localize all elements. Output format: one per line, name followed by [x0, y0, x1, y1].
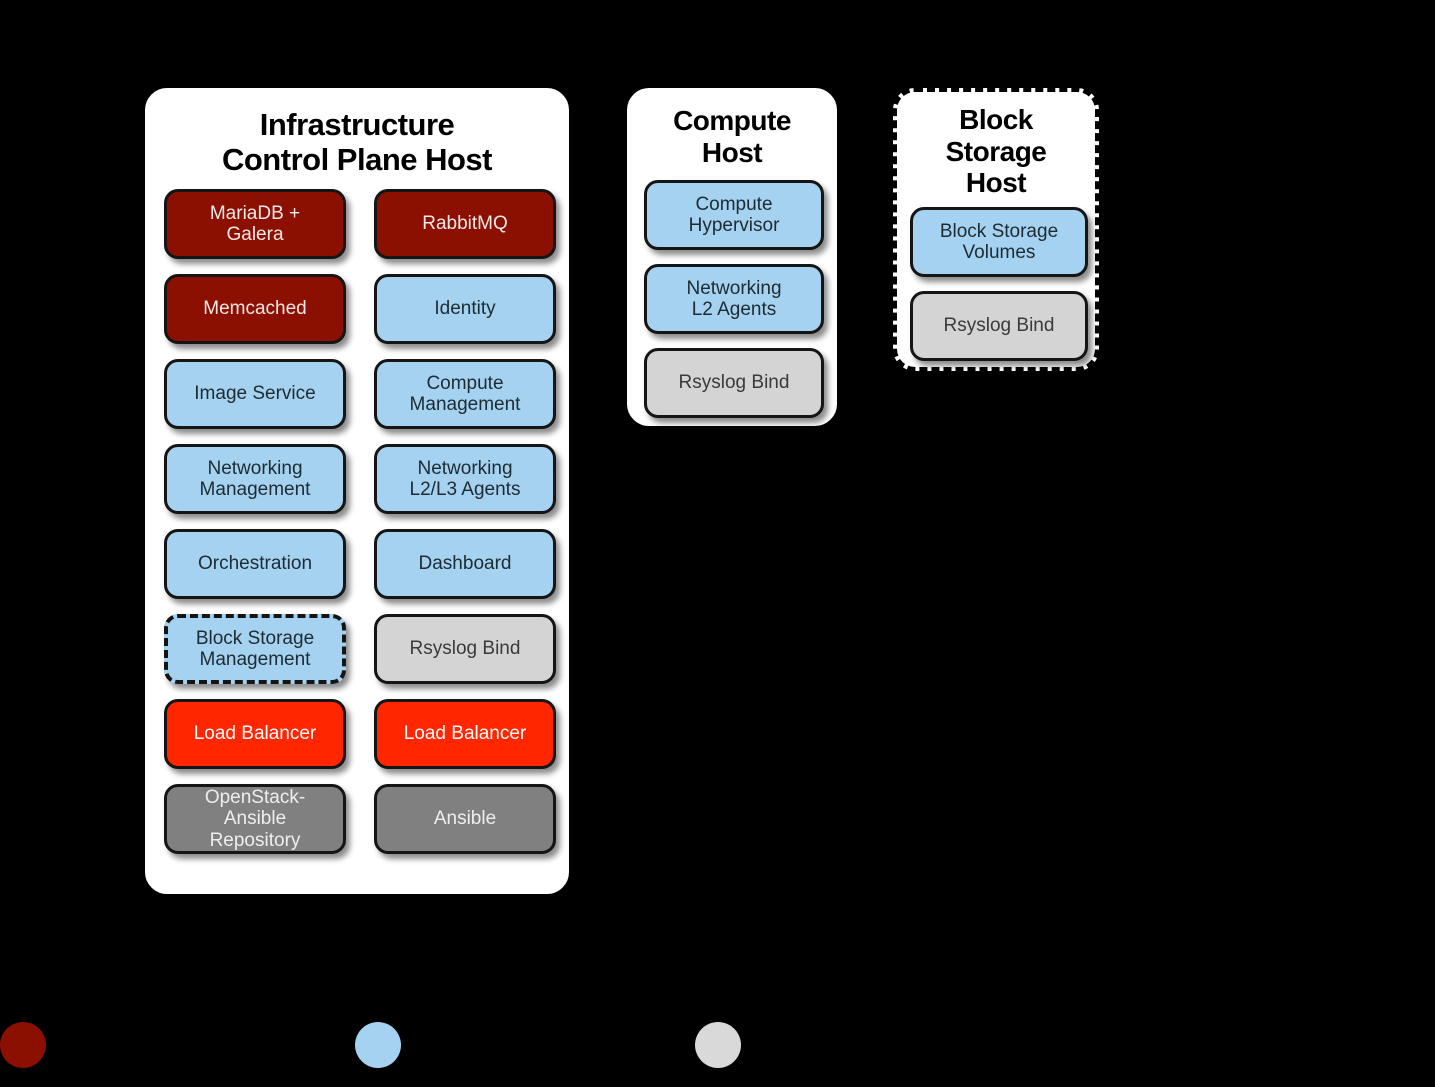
service-box-rsyslog-bind-block-storage[interactable]: Rsyslog Bind [910, 291, 1088, 361]
service-label: Rsyslog Bind [409, 638, 521, 660]
host-title-line-3: Host [965, 167, 1027, 199]
service-label: Orchestration [197, 553, 313, 575]
service-box-rsyslog-bind-control-plane[interactable]: Rsyslog Bind [374, 614, 556, 684]
legend-item-light-blue [355, 1022, 415, 1068]
service-label: MariaDB +Galera [209, 202, 301, 245]
legend-item-dark-red [0, 1022, 60, 1068]
service-label: RabbitMQ [422, 213, 508, 235]
legend-item-light-gray [695, 1022, 755, 1068]
service-box-dashboard[interactable]: Dashboard [374, 529, 556, 599]
service-box-load-balancer-2[interactable]: Load Balancer [374, 699, 556, 769]
service-box-orchestration[interactable]: Orchestration [164, 529, 346, 599]
host-title-line-2: Storage [945, 135, 1047, 167]
service-label: Ansible [433, 808, 497, 830]
service-box-rabbitmq[interactable]: RabbitMQ [374, 189, 556, 259]
service-box-rsyslog-bind-compute[interactable]: Rsyslog Bind [644, 348, 824, 418]
host-title-line-2: Control Plane Host [221, 142, 493, 178]
host-panel-control-plane: Infrastructure Control Plane Host MariaD… [145, 88, 569, 894]
host-title-line-1: Block [959, 104, 1033, 135]
host-title-control-plane: Infrastructure Control Plane Host [148, 91, 566, 177]
legend-dot-icon [695, 1022, 741, 1068]
service-label: Identity [434, 298, 496, 320]
service-label: Dashboard [418, 553, 512, 575]
legend-dot-icon [0, 1022, 46, 1068]
service-label: Load Balancer [193, 723, 317, 745]
service-box-load-balancer-1[interactable]: Load Balancer [164, 699, 346, 769]
service-box-identity[interactable]: Identity [374, 274, 556, 344]
host-title-line-1: Infrastructure [259, 107, 455, 142]
service-label: Load Balancer [403, 723, 527, 745]
service-label: Rsyslog Bind [943, 315, 1055, 337]
host-title-block-storage: Block Storage Host [897, 92, 1095, 199]
service-label: Image Service [194, 383, 316, 405]
service-grid-control-plane: MariaDB +Galera RabbitMQ Memcached Ident… [164, 189, 556, 854]
service-box-image-service[interactable]: Image Service [164, 359, 346, 429]
service-label: Memcached [203, 298, 307, 320]
host-title-compute: Compute Host [630, 91, 834, 168]
service-box-mariadb-galera[interactable]: MariaDB +Galera [164, 189, 346, 259]
service-box-ansible[interactable]: Ansible [374, 784, 556, 854]
service-box-memcached[interactable]: Memcached [164, 274, 346, 344]
host-title-line-1: Compute [673, 105, 791, 136]
service-label: Rsyslog Bind [678, 372, 790, 394]
host-title-line-2: Host [701, 136, 763, 168]
legend-dot-icon [355, 1022, 401, 1068]
